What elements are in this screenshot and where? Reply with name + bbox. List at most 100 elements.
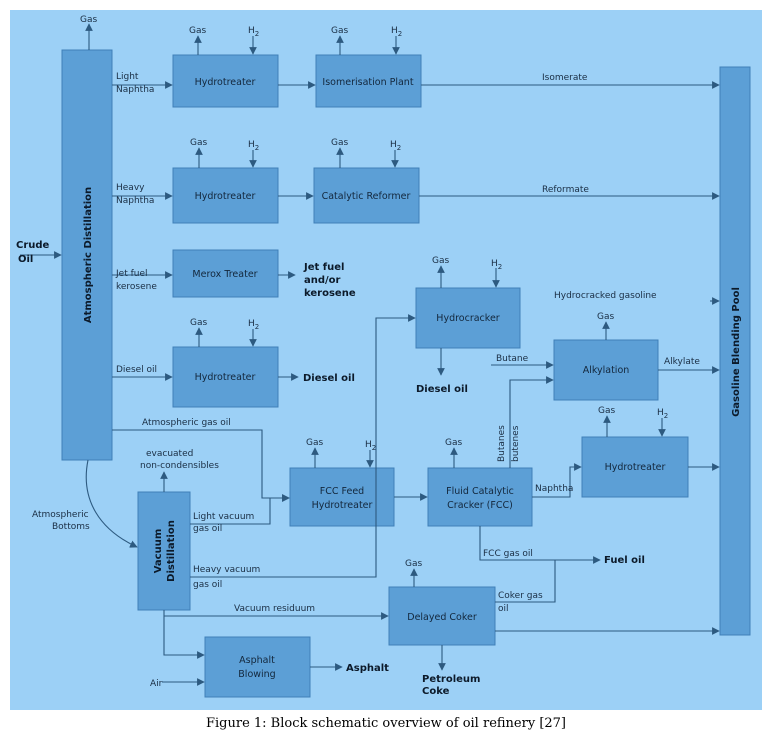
distillation-label: Distillation bbox=[166, 520, 177, 582]
svg-text:Naphtha: Naphtha bbox=[116, 196, 154, 206]
svg-text:H2: H2 bbox=[491, 259, 502, 271]
unit-fcc-feed-hydrotreater: FCC Feed Hydrotreater bbox=[289, 467, 395, 527]
svg-text:H2: H2 bbox=[248, 319, 259, 331]
svg-text:Reformate: Reformate bbox=[542, 185, 589, 195]
h2-subscript: 2 bbox=[498, 263, 502, 271]
figure-caption: Figure 1: Block schematic overview of oi… bbox=[205, 716, 566, 731]
h2-subscript: 2 bbox=[255, 144, 259, 152]
svg-text:FCC gas oil: FCC gas oil bbox=[483, 549, 533, 559]
svg-text:Gas: Gas bbox=[331, 138, 348, 148]
svg-text:Fuel oil: Fuel oil bbox=[604, 555, 645, 566]
unit-hydrotreater-2: Hydrotreater bbox=[172, 167, 279, 224]
svg-text:and/or: and/or bbox=[304, 275, 341, 286]
svg-text:kerosene: kerosene bbox=[304, 288, 356, 299]
svg-text:H2: H2 bbox=[248, 140, 259, 152]
svg-text:Asphalt: Asphalt bbox=[239, 655, 275, 666]
svg-text:H2: H2 bbox=[248, 26, 259, 38]
unit-isomerisation-plant: Isomerisation Plant bbox=[315, 54, 422, 108]
unit-delayed-coker: Delayed Coker bbox=[388, 586, 496, 646]
unit-merox-treater: Merox Treater bbox=[172, 249, 279, 298]
svg-text:Gas: Gas bbox=[598, 406, 615, 416]
svg-text:Petroleum: Petroleum bbox=[422, 674, 480, 685]
svg-text:Gas: Gas bbox=[189, 26, 206, 36]
svg-text:Gas: Gas bbox=[597, 312, 614, 322]
h2-subscript: 2 bbox=[372, 444, 376, 452]
svg-text:Gas: Gas bbox=[306, 438, 323, 448]
process-streams bbox=[20, 81, 720, 686]
svg-text:Gas: Gas bbox=[405, 559, 422, 569]
svg-text:Hydrotreater: Hydrotreater bbox=[195, 191, 256, 202]
gasoline-blending-pool-label: Gasoline Blending Pool bbox=[731, 287, 742, 417]
svg-text:Atmospheric: Atmospheric bbox=[32, 510, 89, 520]
unit-hydrocracker: Hydrocracker bbox=[415, 287, 521, 349]
unit-hydrotreater-4: Hydrotreater bbox=[581, 436, 689, 498]
svg-text:oil: oil bbox=[498, 604, 509, 614]
svg-text:Merox Treater: Merox Treater bbox=[192, 269, 257, 280]
refinery-flow-diagram: Atmospheric Distillation Gasoline Blendi… bbox=[16, 15, 751, 698]
svg-text:Gas: Gas bbox=[190, 318, 207, 328]
unit-alkylation: Alkylation bbox=[553, 339, 659, 401]
svg-text:Diesel oil: Diesel oil bbox=[303, 373, 355, 384]
h2-subscript: 2 bbox=[255, 323, 259, 331]
svg-text:butenes: butenes bbox=[511, 425, 521, 462]
svg-text:Alkylate: Alkylate bbox=[664, 357, 700, 367]
vacuum-label: Vacuum bbox=[153, 529, 164, 574]
svg-text:Bottoms: Bottoms bbox=[52, 522, 90, 532]
svg-text:H2: H2 bbox=[365, 440, 376, 452]
svg-text:Gas: Gas bbox=[331, 26, 348, 36]
unit-gasoline-blending-pool: Gasoline Blending Pool bbox=[719, 66, 751, 636]
unit-fluid-catalytic-cracker: Fluid Catalytic Cracker (FCC) bbox=[427, 467, 533, 527]
svg-text:Jet fuel: Jet fuel bbox=[303, 262, 344, 273]
unit-hydrotreater-3: Hydrotreater bbox=[172, 346, 279, 408]
svg-text:Gas: Gas bbox=[190, 138, 207, 148]
svg-text:Alkylation: Alkylation bbox=[583, 365, 630, 376]
svg-text:evacuated: evacuated bbox=[146, 449, 193, 459]
unit-catalytic-reformer: Catalytic Reformer bbox=[313, 167, 420, 224]
unit-asphalt-blowing: Asphalt Blowing bbox=[204, 636, 311, 698]
svg-text:Hydrocracked gasoline: Hydrocracked gasoline bbox=[554, 291, 657, 301]
svg-text:Jet fuel: Jet fuel bbox=[115, 269, 148, 279]
svg-text:Naphtha: Naphtha bbox=[535, 484, 573, 494]
h2-subscript: 2 bbox=[397, 144, 401, 152]
svg-text:Coke: Coke bbox=[422, 686, 450, 697]
svg-text:Cracker (FCC): Cracker (FCC) bbox=[447, 500, 513, 511]
svg-text:Hydrocracker: Hydrocracker bbox=[436, 313, 499, 324]
svg-text:Hydrotreater: Hydrotreater bbox=[195, 372, 256, 383]
gas-h2-connections: Gas Gas H2 Gas H2 Gas H2 Gas H2 Gas H2 G… bbox=[80, 15, 668, 587]
svg-text:Diesel oil: Diesel oil bbox=[116, 365, 157, 375]
svg-text:Heavy: Heavy bbox=[116, 183, 145, 193]
h2-subscript: 2 bbox=[398, 30, 402, 38]
svg-text:FCC Feed: FCC Feed bbox=[320, 486, 364, 497]
svg-text:Diesel oil: Diesel oil bbox=[416, 384, 468, 395]
svg-text:Hydrotreater: Hydrotreater bbox=[312, 500, 373, 511]
svg-text:Blowing: Blowing bbox=[238, 669, 275, 680]
svg-text:Hydrotreater: Hydrotreater bbox=[195, 77, 256, 88]
svg-text:Hydrotreater: Hydrotreater bbox=[605, 462, 666, 473]
svg-text:Oil: Oil bbox=[18, 254, 33, 265]
svg-text:H2: H2 bbox=[657, 408, 668, 420]
svg-text:H2: H2 bbox=[391, 26, 402, 38]
svg-text:kerosene: kerosene bbox=[116, 282, 157, 292]
svg-text:Atmospheric gas oil: Atmospheric gas oil bbox=[142, 418, 231, 428]
svg-text:Fluid Catalytic: Fluid Catalytic bbox=[446, 486, 514, 497]
svg-text:Isomerisation Plant: Isomerisation Plant bbox=[322, 77, 413, 88]
svg-text:Air: Air bbox=[150, 679, 163, 689]
svg-text:Gas: Gas bbox=[432, 256, 449, 266]
svg-text:Catalytic Reformer: Catalytic Reformer bbox=[322, 191, 411, 202]
svg-text:Butane: Butane bbox=[496, 354, 529, 364]
unit-atmospheric-distillation: Atmospheric Distillation bbox=[61, 49, 113, 461]
h2-subscript: 2 bbox=[664, 412, 668, 420]
h2-subscript: 2 bbox=[255, 30, 259, 38]
svg-text:Light vacuum: Light vacuum bbox=[193, 512, 254, 522]
atmospheric-distillation-label: Atmospheric Distillation bbox=[83, 187, 94, 323]
svg-text:Delayed Coker: Delayed Coker bbox=[407, 612, 477, 623]
svg-text:Butanes: Butanes bbox=[497, 425, 507, 462]
svg-text:Heavy vacuum: Heavy vacuum bbox=[193, 565, 260, 575]
svg-text:Crude: Crude bbox=[16, 240, 50, 251]
stream-labels: Crude Oil Light Naphtha Heavy Naphtha Je… bbox=[16, 72, 700, 697]
unit-vacuum-distillation: Vacuum Distillation bbox=[137, 491, 191, 611]
svg-text:H2: H2 bbox=[390, 140, 401, 152]
svg-text:Coker gas: Coker gas bbox=[498, 591, 543, 601]
svg-text:gas oil: gas oil bbox=[193, 580, 222, 590]
svg-text:gas oil: gas oil bbox=[193, 524, 222, 534]
